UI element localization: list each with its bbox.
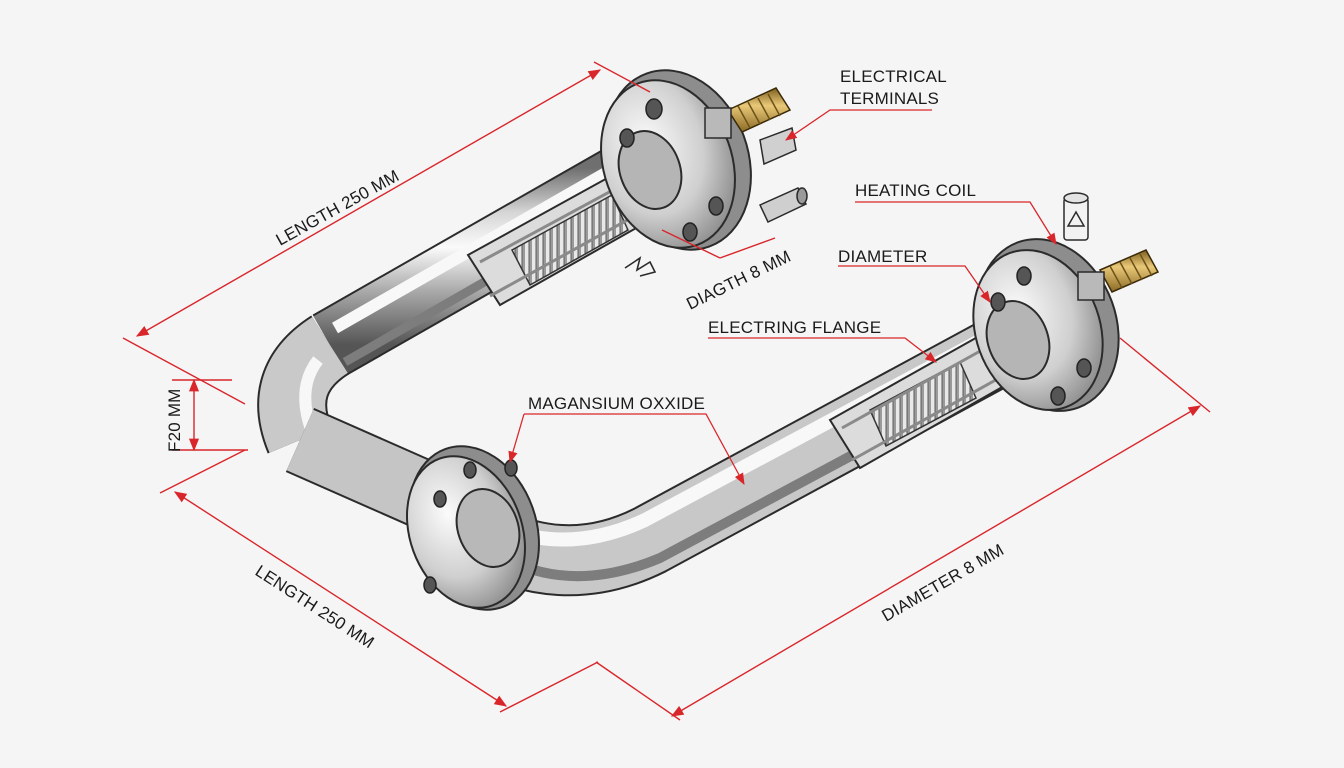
- dim-text-length-bottom: LENGTH 250 MM: [252, 561, 378, 652]
- leader-lines: [508, 109, 1057, 486]
- leader-heating-coil: [855, 201, 1057, 245]
- leader-electring-flange: [708, 337, 937, 363]
- dim-text-diagth: DIAGTH 8 MM: [683, 247, 793, 314]
- leader-diameter: [838, 265, 991, 303]
- squiggle-mark: [624, 256, 657, 277]
- dim-line-length-top: [135, 69, 602, 337]
- label-electrical: ELECTRICAL: [840, 67, 947, 86]
- right-flange: [972, 192, 1160, 412]
- right-terminal: [1077, 249, 1160, 301]
- dim-line-diameter-bottom: [670, 405, 1202, 717]
- dim-line-length-bottom: [173, 491, 508, 707]
- leader-magansium-right: [524, 413, 745, 486]
- label-magansium-oxxide: MAGANSIUM OXXIDE: [528, 394, 705, 413]
- dim-text-length-top: LENGTH 250 MM: [273, 166, 403, 249]
- dim-text-f20: F20 MM: [165, 388, 184, 452]
- label-heating-coil: HEATING COIL: [855, 181, 976, 200]
- leader-magansium-left: [508, 413, 525, 464]
- warning-cap-icon: [1063, 192, 1089, 241]
- dimension-lines: [122, 61, 1211, 721]
- label-diameter: DIAMETER: [838, 247, 927, 266]
- upper-terminal: [704, 87, 792, 139]
- upper-flange: [600, 69, 797, 251]
- loose-pin: [758, 187, 808, 223]
- label-electring-flange: ELECTRING FLANGE: [708, 318, 881, 337]
- leader-electrical-terminals: [785, 109, 932, 141]
- label-terminals: TERMINALS: [840, 89, 939, 108]
